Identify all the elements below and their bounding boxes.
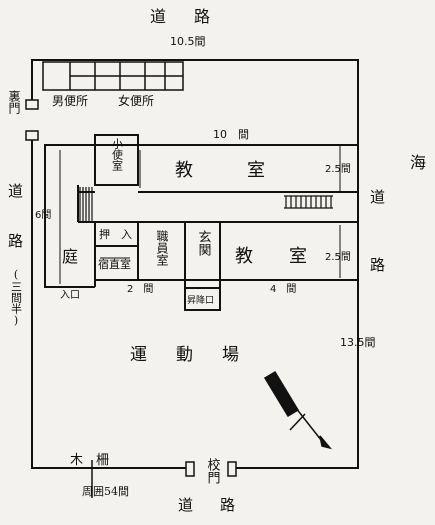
road-left-width: (三間半) — [10, 268, 23, 327]
dim-site-depth: 13.5間 — [340, 336, 376, 349]
step-entrance-label: 昇降口 — [187, 294, 214, 306]
dimension-lines — [59, 145, 341, 284]
entrance-hall-label: 玄関 — [196, 230, 212, 257]
wood-fence-label: 木 柵 — [70, 453, 109, 468]
classroom-upper-label: 教 室 — [175, 160, 265, 181]
back-gate-posts — [25, 99, 39, 141]
closet-label: 押 入 — [99, 227, 132, 241]
road-right-upper: 道 — [370, 188, 385, 206]
toilet-men-label: 男便所 — [52, 94, 88, 108]
entrance-small-label: 入口 — [60, 290, 80, 301]
road-bottom-label: 道 路 — [178, 496, 241, 514]
dim-building-length: 10 間 — [213, 128, 249, 141]
dim-two-ken: 2 間 — [127, 283, 153, 295]
staircase-left — [79, 187, 93, 221]
dim-wing-length: 6間 — [35, 209, 51, 221]
road-top-label: 道 路 — [150, 7, 216, 26]
dim-upper-depth: 2.5間 — [325, 163, 351, 175]
urinal-room-label: 小使室 — [111, 138, 124, 171]
road-right-lower: 路 — [370, 256, 385, 274]
road-left-lower: 路 — [8, 232, 23, 250]
staircase-right — [284, 195, 333, 209]
school-gate-posts — [185, 461, 237, 477]
courtyard-label: 庭 — [62, 247, 78, 266]
toilet-block — [42, 61, 184, 91]
staff-room-label: 職員室 — [155, 230, 169, 266]
perimeter-label: 周囲54間 — [82, 485, 129, 498]
school-gate-label: 校門 — [205, 457, 221, 485]
road-left-upper: 道 — [8, 182, 23, 200]
back-gate-label: 裏門 — [7, 89, 21, 114]
toilet-women-label: 女便所 — [118, 93, 154, 108]
site-boundary — [31, 59, 359, 469]
sea-label: 海 — [410, 153, 426, 172]
dim-four-ken: 4 間 — [270, 283, 296, 295]
dim-top-width: 10.5間 — [170, 35, 206, 48]
classroom-lower-label: 教 室 — [235, 246, 307, 267]
compass-arrow — [263, 370, 333, 450]
dim-lower-depth: 2.5間 — [325, 251, 351, 263]
night-duty-room-label: 宿直室 — [98, 257, 131, 271]
building — [44, 134, 359, 311]
playground-label: 運 動 場 — [130, 345, 245, 365]
